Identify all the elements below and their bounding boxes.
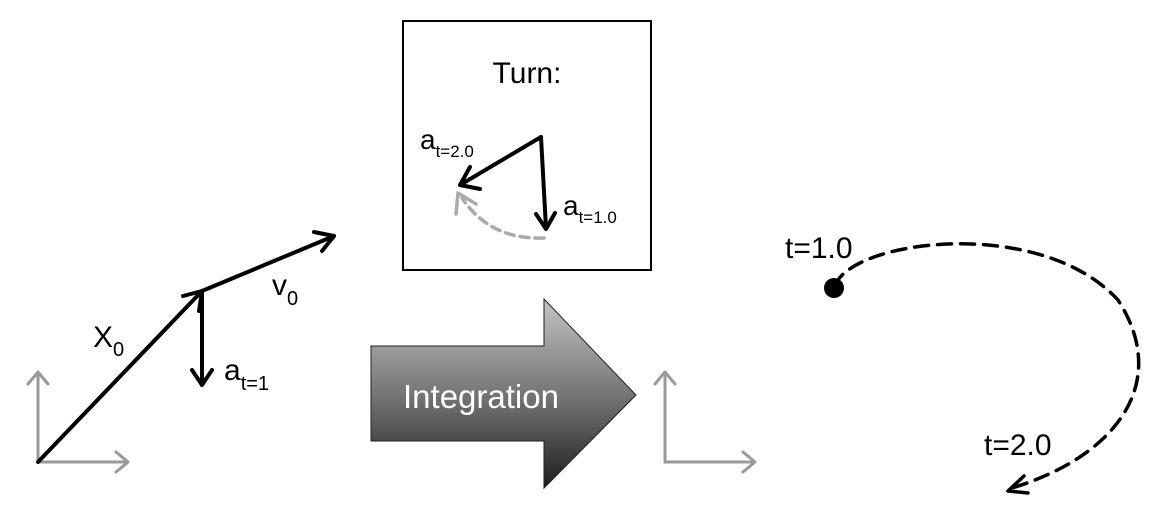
v0-label: v0 bbox=[272, 269, 298, 310]
accel-t2-head bbox=[458, 165, 482, 191]
integration-arrow: Integration bbox=[370, 297, 637, 490]
t2-label: t=2.0 bbox=[984, 429, 1052, 462]
left-axis-y-head bbox=[26, 370, 50, 386]
accel-t2-vector bbox=[458, 135, 543, 187]
accel-t1-label: at=1 bbox=[224, 354, 269, 395]
velocity-vector-head bbox=[312, 230, 336, 253]
accel-t1-turn-head bbox=[534, 211, 557, 231]
right-axis-y-head bbox=[653, 370, 677, 386]
accel-t1-vector-turn bbox=[539, 135, 548, 230]
acceleration-vector-head bbox=[190, 368, 214, 387]
trajectory bbox=[833, 242, 1141, 495]
t1-label: t=1.0 bbox=[785, 232, 853, 265]
turn-title: Turn: bbox=[493, 57, 562, 90]
right-axis-x-head bbox=[741, 450, 757, 474]
right-axes bbox=[653, 370, 757, 474]
accel-t2-label: at=2.0 bbox=[420, 124, 474, 161]
position-vector-x0 bbox=[36, 289, 204, 464]
velocity-vector-v0 bbox=[200, 234, 336, 293]
accel-t1-turn-label: at=1.0 bbox=[563, 190, 617, 227]
left-axis-x-head bbox=[114, 450, 130, 474]
integration-label: Integration bbox=[403, 378, 559, 415]
start-point bbox=[824, 278, 844, 298]
x0-label: X0 bbox=[93, 321, 124, 361]
trajectory-arrowhead bbox=[1006, 474, 1030, 495]
turn-arc bbox=[454, 191, 546, 240]
left-axes bbox=[26, 370, 130, 474]
